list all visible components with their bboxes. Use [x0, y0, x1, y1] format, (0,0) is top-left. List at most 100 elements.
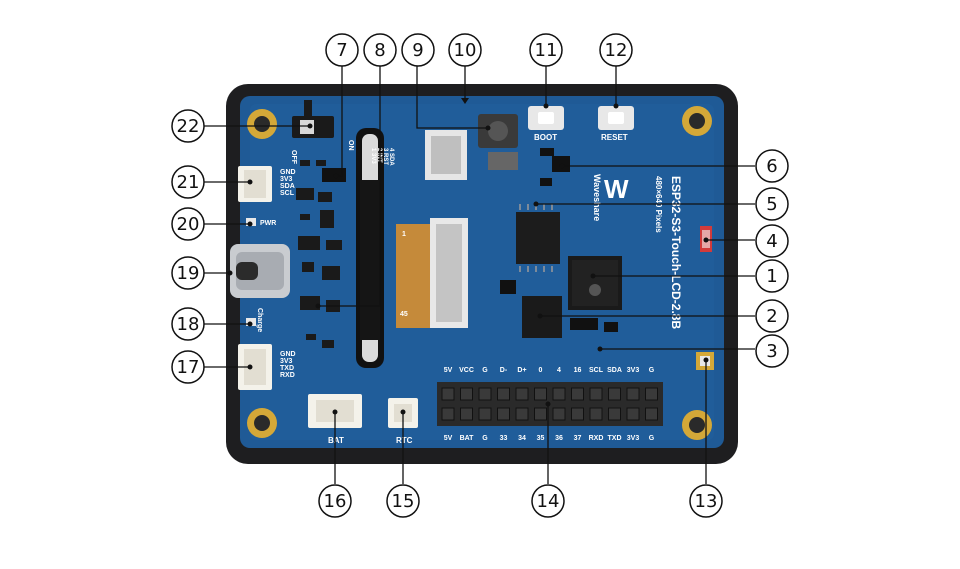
pin-header-pins: [441, 387, 658, 421]
callout-11: 11: [529, 33, 563, 67]
header-top-label: 3V3: [627, 367, 640, 374]
passive-components: [296, 160, 342, 348]
waveshare-logo: W: [604, 174, 629, 204]
svg-text:W: W: [604, 174, 629, 204]
callout-13: 13: [689, 484, 723, 518]
callout-10-text: 10: [454, 40, 477, 61]
flex-num-1: 1: [402, 231, 406, 238]
mounting-holes: [247, 106, 712, 440]
header-pin: [534, 387, 547, 401]
header-bottom-label: BAT: [460, 435, 475, 442]
callout-14-text: 14: [537, 491, 560, 512]
callout-21: 21: [171, 165, 205, 199]
header-bottom-label: G: [649, 435, 655, 442]
callout-6: 6: [755, 149, 789, 183]
callout-5: 5: [755, 187, 789, 221]
header-pin: [478, 387, 492, 401]
uart-pin-rxd: RXD: [280, 372, 295, 379]
callout-8: 8: [363, 33, 397, 67]
header-bottom-label: 37: [574, 435, 582, 442]
i2c-pin-sda: SDA: [280, 183, 295, 190]
header-pin: [571, 387, 584, 401]
header-top-label: SDA: [607, 367, 622, 374]
callout-13-text: 13: [695, 491, 718, 512]
header-pin: [497, 407, 510, 421]
callout-4: 4: [755, 224, 789, 258]
header-top-label: D-: [500, 367, 508, 374]
callout-16: 16: [318, 484, 352, 518]
callout-6-text: 6: [766, 156, 777, 177]
header-bottom-label: G: [482, 435, 488, 442]
uart-connector: [238, 344, 272, 390]
header-pin: [534, 407, 547, 421]
callout-19-text: 19: [177, 263, 200, 284]
callout-5-text: 5: [766, 194, 777, 215]
brand-label: Waveshare: [592, 174, 602, 221]
callout-9-text: 9: [412, 40, 423, 61]
header-bottom-label: 35: [537, 435, 545, 442]
callout-1-text: 1: [766, 266, 777, 287]
header-pin: [608, 407, 621, 421]
header-bottom-label: 34: [518, 435, 526, 442]
usb-c-port: [230, 244, 290, 298]
callout-16-text: 16: [324, 491, 347, 512]
flex-num-45: 45: [400, 311, 408, 318]
arrow-10: [461, 98, 469, 104]
header-top-label: D+: [517, 367, 526, 374]
header-pin: [589, 387, 603, 401]
callout-1: 1: [755, 259, 789, 293]
rtc-label: RTC: [396, 436, 413, 445]
callout-17-text: 17: [177, 357, 200, 378]
callout-11-text: 11: [535, 40, 558, 61]
header-bottom-label: 36: [555, 435, 563, 442]
callout-10: 10: [448, 33, 482, 67]
header-pin: [441, 407, 455, 421]
callout-12-text: 12: [605, 40, 628, 61]
i2c-pin-scl: SCL: [280, 190, 295, 197]
callout-3-text: 3: [766, 341, 777, 362]
callout-17: 17: [171, 350, 205, 384]
callout-15-text: 15: [392, 491, 415, 512]
pwr-led-label: PWR: [260, 220, 276, 227]
header-pin: [478, 407, 492, 421]
header-pin: [515, 387, 529, 401]
callout-4-text: 4: [766, 231, 777, 252]
callout-2: 2: [755, 299, 789, 333]
switch-off-label: OFF: [290, 150, 297, 165]
ic-5: [516, 212, 560, 264]
header-pin: [441, 387, 455, 401]
header-top-label: 5V: [444, 367, 453, 374]
i2c-pin-gnd: GND: [280, 169, 296, 176]
header-bottom-label: RXD: [589, 435, 604, 442]
header-bottom-label: 33: [500, 435, 508, 442]
boot-label: BOOT: [534, 133, 557, 142]
header-bottom-label: 3V3: [627, 435, 640, 442]
callout-20: 20: [171, 207, 205, 241]
callout-18: 18: [171, 307, 205, 341]
uart-pin-txd: TXD: [280, 365, 294, 372]
header-top-label: 16: [574, 367, 582, 374]
header-pin: [460, 407, 473, 421]
callout-14: 14: [531, 484, 565, 518]
header-top-label: 0: [539, 367, 543, 374]
callout-7: 7: [325, 33, 359, 67]
callout-9: 9: [401, 33, 435, 67]
header-pin: [497, 387, 510, 401]
header-top-label: 4: [557, 367, 561, 374]
flex-cable: [396, 224, 430, 328]
ffc-pin-1: 1 3V3: [370, 148, 376, 164]
callout-7-text: 7: [336, 40, 347, 61]
uart-pin-3v3: 3V3: [280, 358, 293, 365]
board-title: ESP32-S3-Touch-LCD-2.8B: [669, 176, 683, 329]
callout-3: 3: [755, 334, 789, 368]
header-pin: [626, 387, 640, 401]
header-bottom-label: 5V: [444, 435, 453, 442]
reset-label: RESET: [601, 133, 628, 142]
callout-15: 15: [386, 484, 420, 518]
boot-button: [528, 106, 564, 130]
callout-12: 12: [599, 33, 633, 67]
callout-22-text: 22: [177, 116, 200, 137]
leader-dots: [227, 103, 709, 415]
bat-label: BAT: [328, 436, 344, 445]
